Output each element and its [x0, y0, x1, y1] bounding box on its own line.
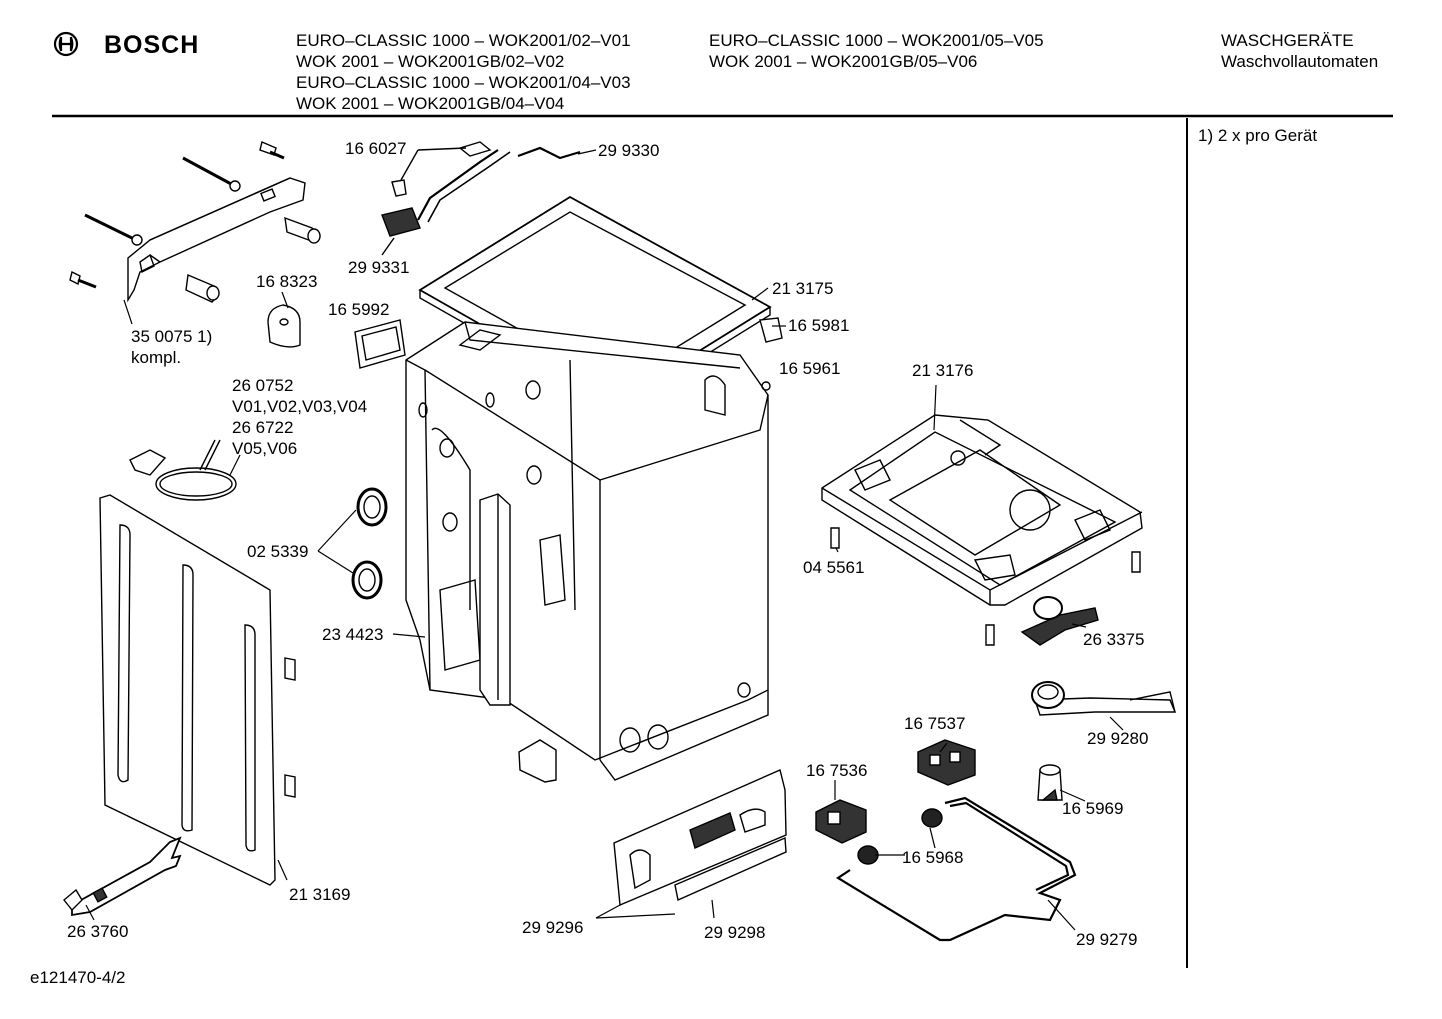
part-label: 21 3175 — [772, 279, 834, 298]
lid-lock-wires-part — [381, 141, 581, 256]
part-label: V01,V02,V03,V04 — [232, 397, 368, 416]
part-label: V05,V06 — [232, 439, 298, 458]
base-frame-part — [821, 414, 1143, 606]
side-panel-part — [99, 494, 557, 886]
wrench-part — [63, 836, 182, 917]
header-line: Waschvollautomaten — [1221, 52, 1379, 71]
header-line: WOK 2001 – WOK2001GB/02–V02 — [296, 52, 565, 71]
part-label: kompl. — [131, 348, 182, 367]
header-line: EURO–CLASSIC 1000 – WOK2001/04–V03 — [296, 73, 631, 92]
pump-bracket-part — [1020, 596, 1099, 646]
part-label: 16 5969 — [1062, 799, 1124, 818]
part-label: 29 9296 — [522, 918, 584, 937]
part-label: 16 5992 — [328, 300, 390, 319]
part-label: 26 6722 — [232, 418, 294, 437]
transport-bracket-part — [69, 141, 321, 348]
part-label: 16 5968 — [902, 848, 964, 867]
note-text: 1) 2 x pro Gerät — [1198, 126, 1318, 145]
valve-part — [1037, 764, 1063, 801]
header-line: EURO–CLASSIC 1000 – WOK2001/05–V05 — [709, 31, 1044, 50]
seal-rings-part — [351, 487, 388, 600]
header-line: EURO–CLASSIC 1000 – WOK2001/02–V01 — [296, 31, 631, 50]
drain-hose-part — [1031, 681, 1177, 716]
screws-part — [830, 527, 1141, 646]
part-label: 16 6027 — [345, 139, 407, 158]
part-label: 29 9331 — [348, 258, 410, 277]
switch-16-7537-part — [917, 739, 976, 786]
header-line: WOK 2001 – WOK2001GB/04–V04 — [296, 94, 565, 113]
small-parts — [354, 317, 783, 391]
header-category: WASCHGERÄTE Waschvollautomaten — [1221, 30, 1378, 72]
leader-lines — [85, 149, 1124, 931]
part-label: 29 9298 — [704, 923, 766, 942]
part-label: 16 5981 — [788, 316, 850, 335]
part-label: 16 7536 — [806, 761, 868, 780]
header-line: WASCHGERÄTE — [1221, 31, 1354, 50]
part-label: 02 5339 — [247, 542, 309, 561]
control-panel-part — [613, 769, 787, 907]
part-label: 29 9280 — [1087, 729, 1149, 748]
bosch-armature-icon — [53, 31, 79, 57]
part-label: 04 5561 — [803, 558, 865, 577]
header-models-col2: EURO–CLASSIC 1000 – WOK2001/05–V05 WOK 2… — [709, 30, 1044, 72]
part-label: 23 4423 — [322, 625, 384, 644]
part-label: 29 9330 — [598, 141, 660, 160]
cabinet-frame-part — [405, 321, 769, 781]
header-line: WOK 2001 – WOK2001GB/05–V06 — [709, 52, 978, 71]
part-label: 29 9279 — [1076, 930, 1138, 949]
brand-name: BOSCH — [104, 31, 200, 59]
part-label: 26 3760 — [67, 922, 129, 941]
header-models-col1: EURO–CLASSIC 1000 – WOK2001/02–V01 WOK 2… — [296, 30, 631, 114]
switch-16-7536-part — [815, 799, 867, 844]
part-label: 21 3176 — [912, 361, 974, 380]
bosch-logo: BOSCH — [52, 30, 207, 60]
parts-drawing — [63, 141, 1177, 942]
part-label: 21 3169 — [289, 885, 351, 904]
part-label: 16 7537 — [904, 714, 966, 733]
part-label: 35 0075 1) — [131, 327, 213, 346]
heater-wire-part — [835, 796, 1077, 942]
part-label: 26 0752 — [232, 376, 294, 395]
mains-cable-part — [129, 439, 237, 501]
drawing-code: e121470-4/2 — [30, 968, 126, 987]
part-label: 26 3375 — [1083, 630, 1145, 649]
part-label: 16 5961 — [779, 359, 841, 378]
part-label: 16 8323 — [256, 272, 318, 291]
